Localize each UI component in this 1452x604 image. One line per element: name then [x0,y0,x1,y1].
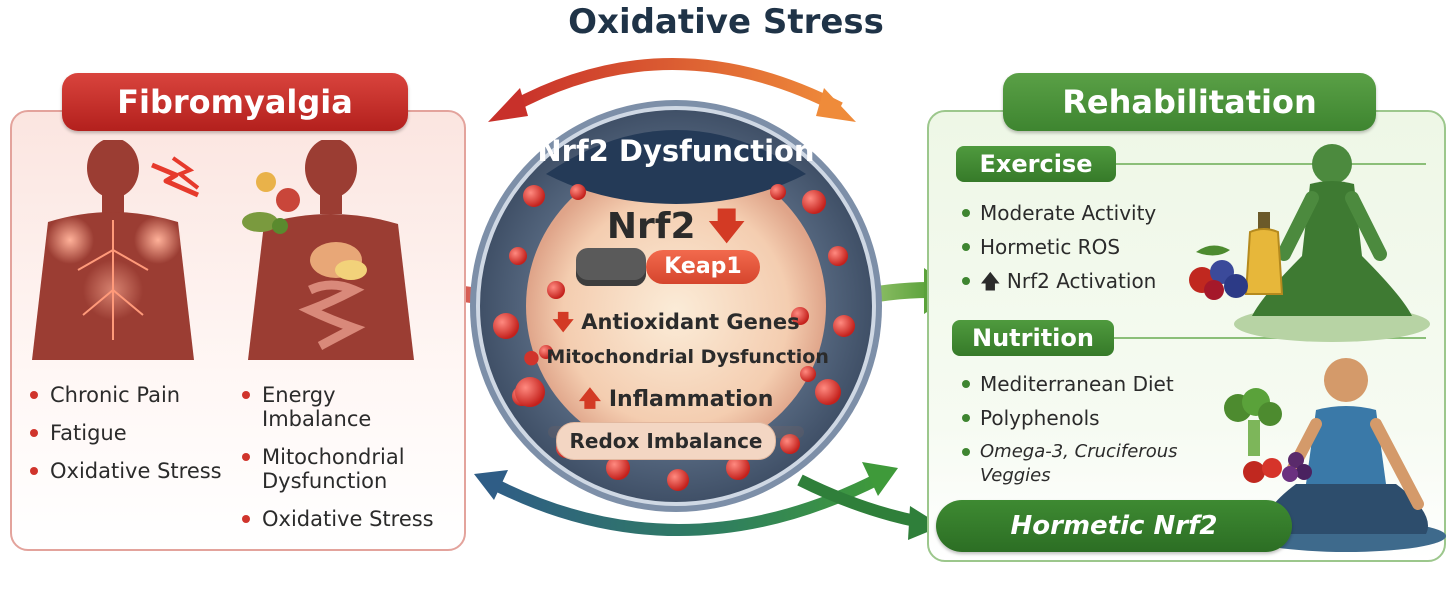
fibromyalgia-banner: Fibromyalgia [62,73,408,131]
exercise-divider [1116,163,1426,165]
fibromyalgia-mechanisms-list: Energy Imbalance Mitochondrial Dysfuncti… [240,383,450,531]
fruit-and-oil-icon [1189,212,1284,300]
keap1-protein-icon [576,248,646,286]
antioxidant-genes-label: 🡇 Antioxidant Genes [552,310,800,334]
meditation-figure [1246,358,1446,552]
nrf2-down-label: Nrf2 🡇 [606,206,746,247]
vegetables-icon [1224,388,1312,483]
body-pain-figure [32,140,200,360]
nutrition-divider [1114,337,1426,339]
nutrition-item: Omega-3, Cruciferous Veggies [960,440,1250,488]
digestive-figure [248,140,414,360]
yoga-figure [1234,144,1430,342]
inflammation-label: 🡅 Inflammation [578,387,774,412]
nutrition-list: Mediterranean Diet Polyphenols Omega-3, … [960,372,1250,488]
symptom-item: Oxidative Stress [28,459,228,483]
hormetic-activation-pill: Hormetic Nrf2 Activation [936,500,1292,593]
symptom-item: Chronic Pain [28,383,228,407]
rehabilitation-banner: Rehabilitation [1003,73,1376,131]
lightning-icon [151,162,200,198]
exercise-tag: Exercise [956,146,1116,182]
up-arrow-icon: 🡅 [980,269,1001,293]
fibromyalgia-symptoms-list: Chronic Pain Fatigue Oxidative Stress [28,383,228,483]
exercise-list: Moderate Activity Hormetic ROS 🡅 Nrf2 Ac… [960,201,1200,293]
nutrition-item: Mediterranean Diet [960,372,1250,396]
down-arrow-icon: 🡇 [552,310,574,334]
mitochondrial-dysfunction-label: ● Mitochondrial Dysfunction [523,346,829,368]
nrf2-dysfunction-header: Nrf2 Dysfunction [537,134,815,168]
top-arc-arrow [507,58,843,114]
down-arrow-icon: 🡇 [708,206,746,247]
up-arrow-icon: 🡅 [578,387,602,412]
symptom-item: Fatigue [28,421,228,445]
bullet-icon: ● [523,346,540,368]
mechanism-item: Oxidative Stress [240,507,450,531]
food-icons [242,172,300,234]
mechanism-item: Energy Imbalance [240,383,450,431]
exercise-item: Hormetic ROS [960,235,1200,259]
diagram-title: Oxidative Stress [568,2,884,42]
keap1-badge: Keap1 [646,250,760,284]
mechanism-item: Mitochondrial Dysfunction [240,445,450,493]
nutrition-item: Polyphenols [960,406,1250,430]
nutrition-tag: Nutrition [952,320,1114,356]
nrf2-circle [470,100,882,512]
exercise-item: Moderate Activity [960,201,1200,225]
exercise-item: 🡅 Nrf2 Activation [960,269,1200,293]
bottom-arc-arrow [487,472,883,536]
redox-imbalance-badge: Redox Imbalance [556,422,776,460]
